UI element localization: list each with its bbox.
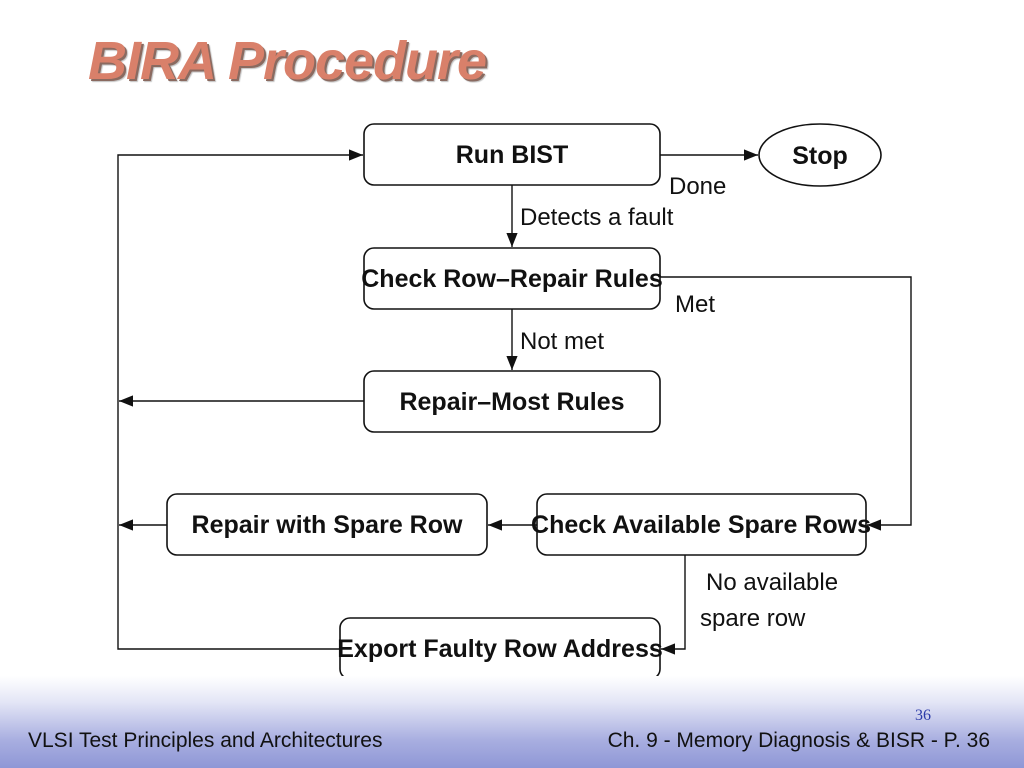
edge-feedback-loop [117, 149, 363, 650]
footer-bar [0, 676, 1024, 768]
node-check-row-repair-label: Check Row–Repair Rules [361, 265, 663, 293]
slide-title: BIRA Procedure [88, 31, 487, 91]
bira-flowchart: Run BIST Stop Check Row–Repair Rules Rep… [117, 123, 912, 680]
node-check-spare-rows: Check Available Spare Rows [531, 493, 871, 556]
node-export-address: Export Faulty Row Address [337, 617, 663, 680]
edge-label-detects-fault: Detects a fault [520, 204, 674, 231]
footer-chapter-page: Ch. 9 - Memory Diagnosis & BISR - P. 36 [607, 729, 990, 752]
node-repair-spare-row-label: Repair with Spare Row [192, 511, 463, 539]
node-check-spare-rows-label: Check Available Spare Rows [531, 511, 871, 539]
edge-label-done: Done [669, 173, 726, 200]
node-run-bist-label: Run BIST [456, 141, 569, 169]
node-repair-spare-row: Repair with Spare Row [166, 493, 488, 556]
edge-label-no-spare-line2: spare row [700, 605, 806, 632]
node-repair-most: Repair–Most Rules [363, 370, 661, 433]
node-stop: Stop [758, 123, 882, 187]
edge-no-spare-to-export [661, 555, 686, 655]
edge-label-not-met: Not met [520, 328, 604, 355]
node-repair-most-label: Repair–Most Rules [399, 388, 624, 416]
node-stop-label: Stop [792, 142, 848, 170]
edge-label-met: Met [675, 291, 715, 318]
footer-course-title: VLSI Test Principles and Architectures [28, 729, 383, 752]
node-check-row-repair: Check Row–Repair Rules [361, 247, 663, 310]
node-export-address-label: Export Faulty Row Address [337, 635, 663, 663]
edge-label-no-spare-line1: No available [706, 569, 838, 596]
slide-number: 36 [915, 707, 931, 724]
node-run-bist: Run BIST [363, 123, 661, 186]
edge-met-to-spare-rows [660, 276, 912, 531]
